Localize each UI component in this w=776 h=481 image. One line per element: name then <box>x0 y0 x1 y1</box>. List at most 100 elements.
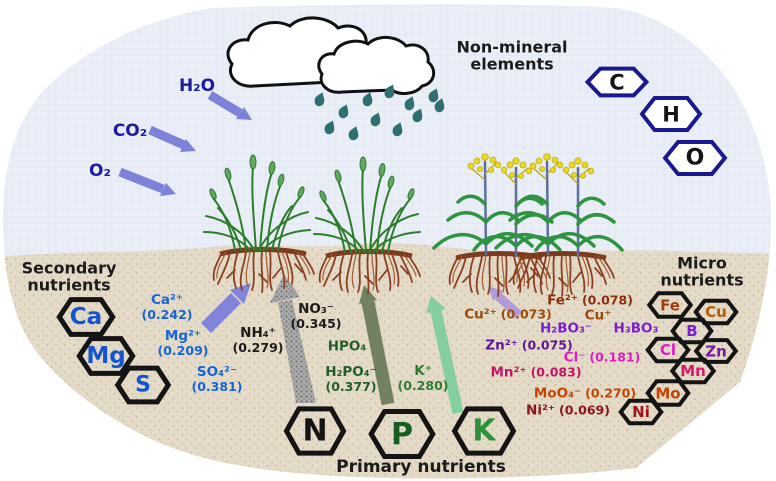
hex-cu: Cu <box>694 299 738 325</box>
element-symbol: S <box>135 372 151 398</box>
ion-value: (0.181) <box>589 349 641 365</box>
micro-heading: Micro nutrients <box>660 253 744 290</box>
ion-formula: Fe²⁺ <box>547 292 578 309</box>
element-symbol: O <box>685 145 705 171</box>
ion-formula: Mn²⁺ <box>490 364 527 381</box>
hex-mg: Mg <box>77 336 135 376</box>
ion-formula: Mg²⁺ <box>164 327 202 344</box>
ion-value: (0.381) <box>191 378 243 394</box>
secondary-heading-line2: nutrients <box>27 276 111 295</box>
non-mineral-heading: Non-mineral elements <box>456 37 568 74</box>
ion-formula: MoO₄⁻ <box>533 385 582 402</box>
ion-k: K⁺ (0.280) <box>398 364 449 392</box>
ion-formula: Zn²⁺ <box>485 337 518 354</box>
non-mineral-heading-line1: Non-mineral <box>456 37 568 57</box>
hexagon-shape <box>648 292 693 319</box>
hex-ca: Ca <box>57 297 115 337</box>
ion-mg: Mg²⁺ (0.209) <box>158 329 209 357</box>
ion-formula: Cl⁻ <box>563 349 586 366</box>
element-symbol: Cl <box>659 341 677 359</box>
ion-value: (0.075) <box>521 337 573 353</box>
ion-formula: Ni²⁺ <box>526 402 555 419</box>
ion-cu1: Cu⁺ <box>585 309 612 324</box>
h2o-arrow <box>207 91 252 120</box>
element-symbol: Zn <box>705 342 727 360</box>
hexagon-shape <box>284 406 346 457</box>
ion-formula: K⁺ <box>414 362 432 379</box>
element-symbol: B <box>686 322 698 340</box>
ion-h2bo3: H₂BO₃⁻ <box>540 322 592 337</box>
ion-value: (0.078) <box>581 292 633 308</box>
o2-arrow <box>118 167 176 196</box>
hexagon-shape <box>452 406 516 457</box>
ion-fe2: Fe²⁺ (0.078) <box>547 294 633 309</box>
potassium-uptake-arrow <box>426 296 464 415</box>
primary-heading: Primary nutrients <box>336 456 506 477</box>
micro-heading-line1: Micro <box>677 253 727 273</box>
element-symbol: N <box>302 413 328 449</box>
hexagon-shape <box>694 299 738 325</box>
element-symbol: Fe <box>660 296 680 314</box>
element-symbol: Mg <box>86 343 126 369</box>
secondary-heading: Secondary nutrients <box>22 259 117 295</box>
hex-h: H <box>640 96 703 133</box>
ion-no3: NO₃⁻ (0.345) <box>291 302 342 330</box>
hex-fe: Fe <box>648 292 693 319</box>
ion-cu2: Cu²⁺ (0.073) <box>464 308 552 323</box>
non-mineral-heading-line2: elements <box>470 55 554 74</box>
element-symbol: Mo <box>655 384 681 402</box>
ion-value: (0.083) <box>530 364 582 380</box>
hex-n: N <box>284 406 346 457</box>
h2o-label: H₂O <box>178 75 216 96</box>
hexagon-shape <box>116 366 171 405</box>
ion-formula: Ca²⁺ <box>150 291 184 308</box>
ion-formula: Cu⁺ <box>584 307 612 324</box>
ion-moo4: MoO₄⁻ (0.270) <box>534 387 636 402</box>
element-symbol: Ca <box>69 304 103 330</box>
ion-formula: H₂PO₄⁻ <box>325 363 377 380</box>
element-symbol: Cu <box>705 303 727 321</box>
ion-zn2: Zn²⁺ (0.075) <box>485 339 572 354</box>
hexagon-shape <box>695 339 738 364</box>
hexagon-shape <box>369 408 436 460</box>
ion-formula: NH₄⁺ <box>240 324 276 341</box>
ion-mn2: Mn²⁺ (0.083) <box>490 366 581 381</box>
hex-p: P <box>369 408 436 460</box>
ion-formula: NO₃⁻ <box>298 300 334 317</box>
co2-arrow <box>148 125 196 152</box>
ion-value: (0.280) <box>397 377 449 393</box>
ion-nh4: NH₄⁺ (0.279) <box>233 326 284 354</box>
hexagon-shape <box>671 358 716 384</box>
micro-heading-line2: nutrients <box>660 271 744 290</box>
ion-value: (0.069) <box>559 402 610 418</box>
ion-cl: Cl⁻ (0.181) <box>564 351 641 366</box>
ion-formula: HPO₄ <box>327 338 367 355</box>
element-symbol: Mn <box>680 362 706 380</box>
hexagon-shape <box>585 67 649 98</box>
ion-value: (0.270) <box>585 385 637 401</box>
hex-mn: Mn <box>671 358 716 384</box>
hexagon-shape <box>57 297 115 337</box>
ion-value: (0.377) <box>325 378 377 394</box>
element-symbol: K <box>472 413 496 449</box>
ion-formula: Cu²⁺ <box>464 306 497 323</box>
ion-formula: H₂BO₃⁻ <box>539 320 593 337</box>
hexagon-shape <box>646 380 690 407</box>
ion-hpo4: HPO₄ <box>328 340 367 355</box>
element-symbol: H <box>662 102 680 126</box>
hex-zn: Zn <box>695 339 738 364</box>
hexagon-shape <box>663 140 728 177</box>
ion-ni2: Ni²⁺ (0.069) <box>526 404 610 419</box>
ion-formula: H₃BO₃ <box>613 320 659 337</box>
nitrogen-uptake-arrow <box>270 274 316 403</box>
co2-label: CO₂ <box>112 120 148 141</box>
rain-cloud-icon <box>226 16 436 95</box>
ion-so4: SO₄²⁻ (0.381) <box>192 365 243 393</box>
hex-o: O <box>663 140 728 177</box>
ion-value: (0.279) <box>232 339 284 355</box>
ion-value: (0.345) <box>290 315 342 331</box>
soil-region <box>2 242 772 479</box>
hexagon-shape <box>77 336 135 376</box>
